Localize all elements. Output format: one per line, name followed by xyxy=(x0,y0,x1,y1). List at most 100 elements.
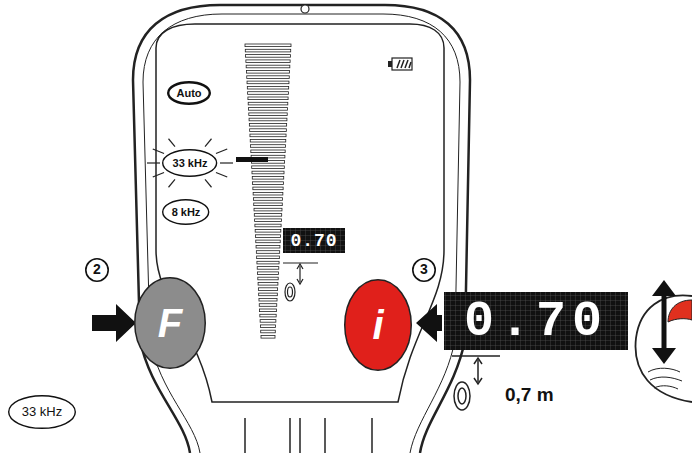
bar-segment xyxy=(260,309,277,312)
oval-shape xyxy=(9,396,76,429)
ray xyxy=(216,149,227,154)
bar-segment xyxy=(254,214,281,217)
oval-shape xyxy=(168,82,210,104)
frequency-oval: 8 kHz xyxy=(162,199,209,225)
callout-number: 3 xyxy=(412,258,436,282)
bar-segment xyxy=(256,251,279,254)
node-text: 33 kHz xyxy=(22,405,62,419)
node-text: Auto xyxy=(176,87,201,99)
node-text: 3 xyxy=(420,262,428,277)
bar-segment xyxy=(249,113,287,116)
oval-shape xyxy=(86,259,108,281)
bar-segment xyxy=(259,304,276,307)
bar-segment xyxy=(256,240,280,243)
ray xyxy=(153,149,164,154)
display-reading: 0.70 xyxy=(290,231,337,251)
bar-segment xyxy=(259,298,277,301)
bar-segment xyxy=(258,277,278,280)
bar-segment xyxy=(252,166,285,169)
node-text: 8 kHz xyxy=(172,206,201,218)
oval-shape xyxy=(345,280,412,371)
bar-segment xyxy=(246,55,291,58)
bar-segment xyxy=(260,325,275,328)
bar-segment xyxy=(255,230,281,233)
bar-segment xyxy=(248,97,288,100)
bar-segment xyxy=(247,86,288,89)
bar-segment xyxy=(247,81,289,84)
oval-shape xyxy=(163,200,209,225)
bar-segment xyxy=(248,108,287,111)
bar-segment xyxy=(253,187,283,190)
bar-segment xyxy=(246,65,290,68)
active-indicator-rays xyxy=(147,139,233,187)
bar-segment xyxy=(249,124,286,127)
bar-segment xyxy=(249,118,287,121)
bar-segment xyxy=(253,192,283,195)
bar-segment xyxy=(246,71,289,74)
oval-shape xyxy=(413,259,435,281)
oval-shape xyxy=(135,278,206,369)
ray xyxy=(147,162,160,163)
depth-icon-small xyxy=(283,263,318,301)
display-reading: 0.70 xyxy=(464,293,608,350)
battery-icon xyxy=(388,58,412,70)
bar-segment xyxy=(255,219,282,222)
bar-segment xyxy=(248,92,289,95)
bar-segment xyxy=(258,283,278,286)
ray xyxy=(216,173,227,178)
bar-segment xyxy=(260,320,276,323)
small-dot-matrix-display xyxy=(283,228,345,253)
finger xyxy=(635,280,692,402)
ray xyxy=(169,139,176,147)
handle-lines xyxy=(245,418,372,453)
ray xyxy=(169,179,176,187)
bar-segment xyxy=(257,267,279,270)
oval-shape xyxy=(163,150,217,177)
depth-value: 0,7 m xyxy=(505,384,554,406)
bar-segment xyxy=(250,129,287,132)
device-housing xyxy=(133,5,470,453)
bar-segment xyxy=(260,314,276,317)
ray xyxy=(205,139,212,147)
frequency-oval: 33 kHz xyxy=(8,395,76,429)
bar-segment xyxy=(250,134,286,137)
bar-segment xyxy=(253,182,284,185)
ray xyxy=(205,179,212,187)
bar-segment xyxy=(254,208,282,211)
frequency-oval: 33 kHz xyxy=(162,149,217,177)
bar-segment xyxy=(255,224,281,227)
bar-segment xyxy=(258,288,277,291)
mode-oval: Auto xyxy=(167,81,211,105)
node-text: 2 xyxy=(93,262,101,277)
bar-segment xyxy=(246,60,290,63)
bar-segment xyxy=(247,76,290,79)
callout-number: 2 xyxy=(85,258,109,282)
bar-segment xyxy=(245,44,291,47)
bar-segment xyxy=(248,102,288,105)
hang-hole xyxy=(301,5,309,13)
press-arrow xyxy=(416,304,442,342)
node-text: F xyxy=(158,301,182,345)
function-button: F xyxy=(134,277,206,369)
signal-marker xyxy=(236,157,268,162)
depth-icon-large xyxy=(452,356,500,410)
ray xyxy=(153,173,164,178)
info-button: i xyxy=(344,279,412,371)
bar-segment xyxy=(256,245,280,248)
bar-segment xyxy=(251,150,285,153)
press-arrow xyxy=(92,304,136,342)
bar-segment xyxy=(257,256,280,259)
device-housing-inner xyxy=(143,14,460,453)
node-text: 33 kHz xyxy=(173,157,208,169)
node-text: i xyxy=(372,303,383,347)
bar-segment xyxy=(258,272,279,275)
bar-segment xyxy=(251,145,286,148)
signal-bargraph xyxy=(245,44,291,338)
bar-segment xyxy=(255,235,280,238)
bar-segment xyxy=(252,177,283,180)
bar-segment xyxy=(254,203,283,206)
bar-segment xyxy=(261,330,276,333)
